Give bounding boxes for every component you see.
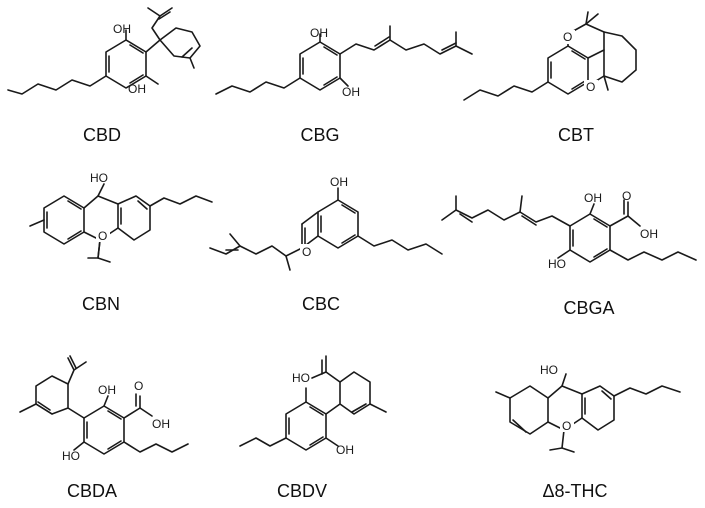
atom-label: O <box>622 189 631 203</box>
atom-label: OH <box>330 175 348 189</box>
compound-name-cbt: CBT <box>558 125 594 145</box>
structure-cbc: OH O <box>209 175 443 271</box>
atom-label: O <box>562 419 571 433</box>
structure-cbga: OH O OH HO <box>441 189 697 271</box>
compound-name-cbg: CBG <box>300 125 339 145</box>
atom-label: HO <box>548 257 566 271</box>
structure-cbn: HO O <box>29 171 213 263</box>
structure-cbd: OH OH <box>7 7 201 96</box>
atom-label: HO <box>90 171 108 185</box>
compound-name-cbdv: CBDV <box>277 481 327 501</box>
compound-name-cbga: CBGA <box>563 298 614 318</box>
atom-label: O <box>302 245 311 259</box>
atom-label: HO <box>292 371 310 385</box>
atom-label: OH <box>113 22 131 36</box>
atom-label: O <box>586 80 595 94</box>
atom-label: OH <box>98 383 116 397</box>
atom-label: O <box>134 379 143 393</box>
atom-label: OH <box>336 443 354 457</box>
structure-cbg: OH OH <box>215 25 473 99</box>
atom-label: OH <box>342 85 360 99</box>
compound-name-cbn: CBN <box>82 294 120 314</box>
structure-cbdv: HO OH <box>239 355 387 457</box>
atom-label: OH <box>584 191 602 205</box>
atom-label: OH <box>310 26 328 40</box>
compound-name-cbda: CBDA <box>67 481 117 501</box>
structure-cbda: OH O OH HO <box>19 355 189 463</box>
structure-d8-thc: HO O <box>495 363 681 453</box>
atom-label: O <box>563 30 572 44</box>
compound-name-d8-thc: Δ8-THC <box>542 481 607 501</box>
structure-cbt: O O <box>463 11 637 101</box>
atom-label: OH <box>640 227 658 241</box>
atom-label: OH <box>128 82 146 96</box>
atom-label: HO <box>540 363 558 377</box>
compound-name-cbd: CBD <box>83 125 121 145</box>
compound-name-cbc: CBC <box>302 294 340 314</box>
atom-label: OH <box>152 417 170 431</box>
atom-label: HO <box>62 449 80 463</box>
atom-label: O <box>98 229 107 243</box>
